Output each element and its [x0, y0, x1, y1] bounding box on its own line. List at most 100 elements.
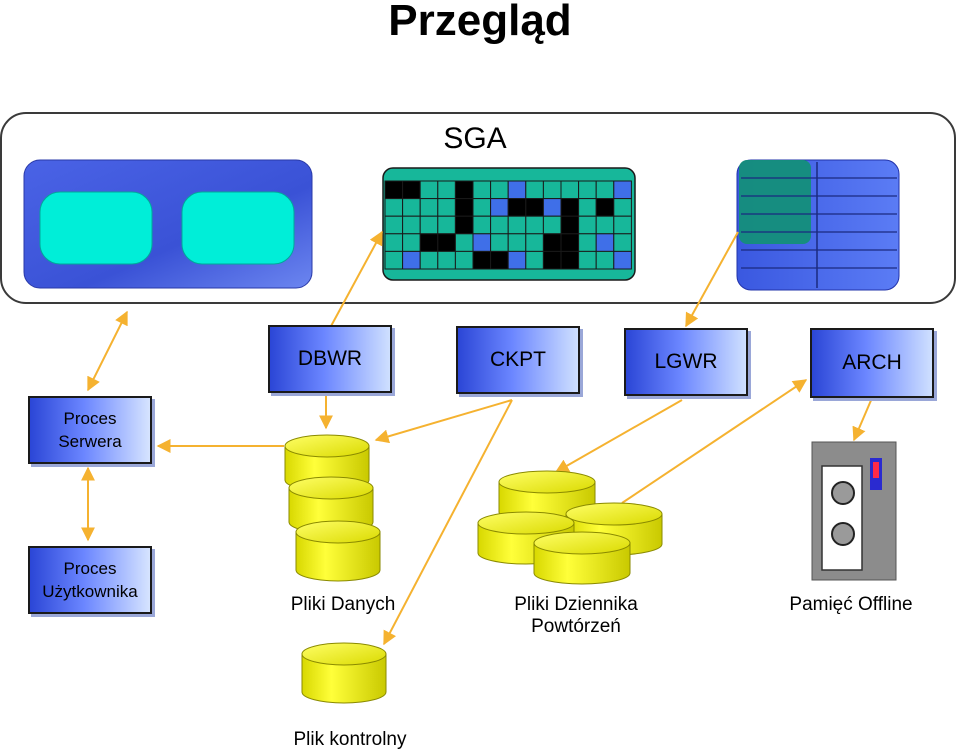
buffer-block [472, 198, 492, 217]
buffer-block [542, 250, 562, 270]
dbwr-process-box: DBWR [268, 325, 392, 393]
buffer-block [613, 215, 632, 235]
buffer-block [490, 250, 509, 270]
buffer-block [542, 233, 562, 252]
arch-process-box: ARCH [810, 328, 934, 398]
arrow-dbwr-cache [329, 230, 383, 329]
buffer-block [507, 198, 527, 217]
buffer-block [454, 233, 474, 252]
redo-logs-caption-line2: Powtórzeń [531, 616, 621, 637]
buffer-block [437, 250, 456, 270]
offline-storage-caption: Pamięć Offline [789, 594, 913, 615]
buffer-block [560, 215, 580, 235]
buffer-block [525, 250, 544, 270]
buffer-block [507, 215, 527, 235]
sga-label: SGA [443, 122, 507, 155]
buffer-block [437, 198, 456, 217]
user-process-box: Proces Użytkownika [28, 546, 152, 614]
tape-drive-icon [811, 441, 897, 581]
server-process-line2: Serwera [58, 432, 122, 451]
shared-pool [23, 159, 313, 289]
page-title: Przegląd [388, 0, 572, 45]
buffer-block [472, 180, 492, 200]
buffer-block [419, 198, 439, 217]
buffer-block [490, 233, 509, 252]
flow-arrows [81, 230, 873, 646]
arrow-server-sga [87, 310, 128, 392]
arrow-lgwr-redologs [554, 399, 683, 473]
buffer-block [560, 180, 580, 200]
arrow-ckpt-control [383, 399, 513, 646]
buffer-block [472, 233, 492, 252]
arrow-lgwr-redobuffer [685, 231, 739, 328]
buffer-block [437, 180, 456, 200]
buffer-block [595, 180, 615, 200]
buffer-block [454, 180, 474, 200]
buffer-block [507, 233, 527, 252]
buffer-block [384, 215, 404, 235]
buffer-block [490, 215, 509, 235]
buffer-block [578, 215, 597, 235]
buffer-block [507, 250, 527, 270]
cylinder-disk-icon [301, 642, 387, 704]
redo-logs-caption-line1: Pliki Dziennika [514, 594, 638, 615]
data-files-caption: Pliki Danych [290, 594, 396, 615]
buffer-block [595, 198, 615, 217]
buffer-block [419, 250, 439, 270]
server-process-box: Proces Serwera [28, 396, 152, 464]
control-file-disk [301, 642, 387, 704]
buffer-block [525, 233, 544, 252]
buffer-block [402, 215, 421, 235]
buffer-block [402, 198, 421, 217]
buffer-block [472, 215, 492, 235]
buffer-block [578, 250, 597, 270]
buffer-block [595, 250, 615, 270]
buffer-block [595, 233, 615, 252]
buffer-block [490, 198, 509, 217]
control-file-caption: Plik kontrolny [293, 729, 407, 750]
ckpt-process-box: CKPT [456, 326, 580, 394]
buffer-block [402, 180, 421, 200]
buffer-block [454, 215, 474, 235]
buffer-block [507, 180, 527, 200]
buffer-block [384, 233, 404, 252]
arrow-redologs-arch [621, 379, 808, 504]
buffer-block [595, 215, 615, 235]
buffer-block [560, 198, 580, 217]
buffer-block [419, 233, 439, 252]
buffer-block [578, 233, 597, 252]
buffer-block [437, 215, 456, 235]
buffer-block [525, 180, 544, 200]
buffer-block [578, 198, 597, 217]
buffer-block [613, 198, 632, 217]
arrow-ckpt-datafiles [374, 399, 513, 444]
buffer-block [613, 180, 632, 200]
server-process-line1: Proces [63, 409, 117, 428]
buffer-block [490, 180, 509, 200]
buffer-block [560, 233, 580, 252]
buffer-block [419, 215, 439, 235]
buffer-block [525, 198, 544, 217]
buffer-block [437, 233, 456, 252]
buffer-cache-grid [382, 167, 636, 281]
buffer-block [384, 180, 404, 200]
buffer-block [454, 198, 474, 217]
cylinder-disk-icon [295, 520, 381, 582]
user-process-line2: Użytkownika [42, 582, 138, 601]
buffer-block [384, 198, 404, 217]
buffer-block [384, 250, 404, 270]
buffer-block [525, 215, 544, 235]
buffer-block [542, 180, 562, 200]
redo-logs-caption: Pliki Dziennika Powtórzeń [486, 594, 666, 638]
arrow-arch-offline [852, 397, 873, 442]
cylinder-disk-icon [533, 531, 631, 585]
buffer-block [542, 215, 562, 235]
buffer-block [613, 250, 632, 270]
buffer-block [472, 250, 492, 270]
buffer-block [402, 250, 421, 270]
buffer-block [454, 250, 474, 270]
buffer-block [542, 198, 562, 217]
data-files-disks [284, 434, 381, 582]
user-process-line1: Proces [63, 559, 117, 578]
